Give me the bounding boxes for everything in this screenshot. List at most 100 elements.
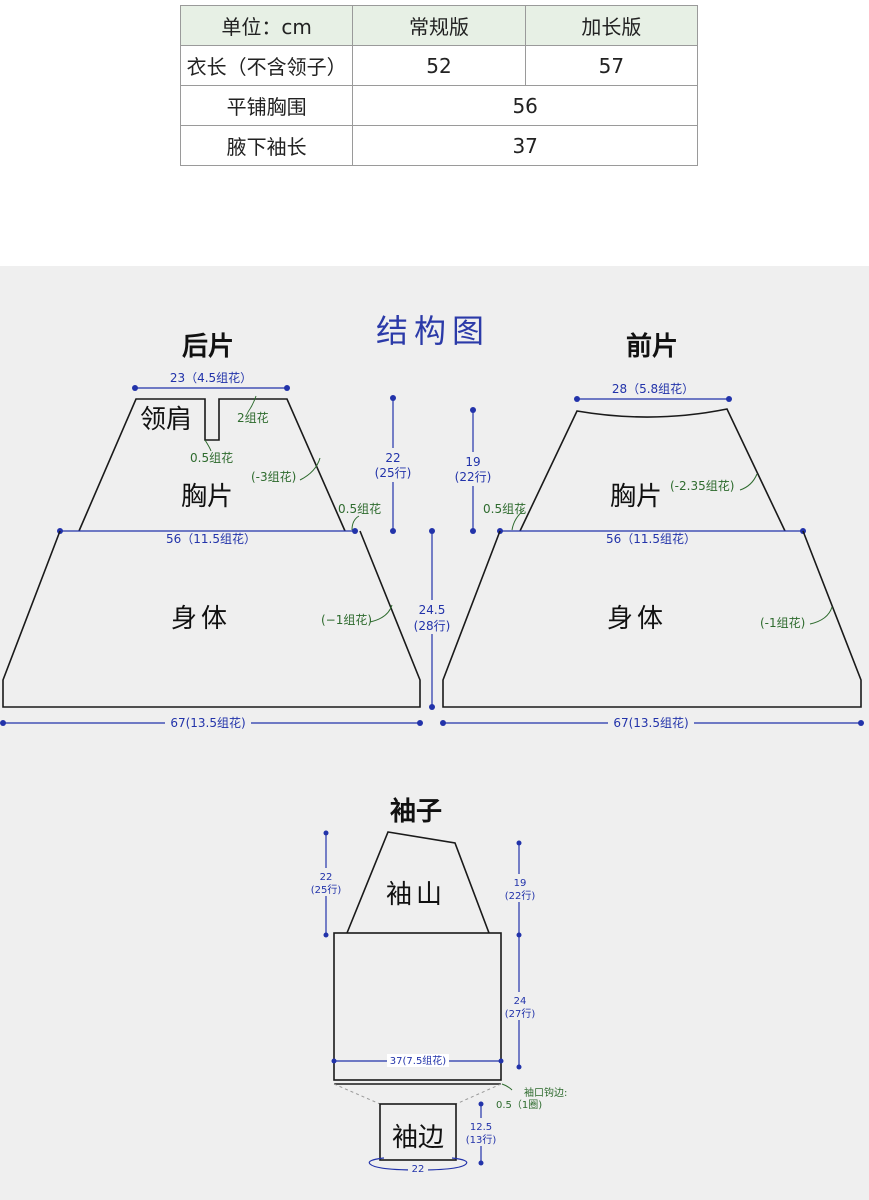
- table-cell: 37: [352, 125, 698, 166]
- dimension-endpoint: [470, 407, 476, 413]
- front-chest-height-label: 19: [465, 455, 480, 469]
- front-chest-height-rows-label: (22行): [455, 470, 492, 484]
- front-chest-decrease-label: (-2.35组花): [670, 478, 734, 493]
- body-height-rows-label: (28行): [414, 619, 451, 633]
- dimension-endpoint: [516, 932, 522, 938]
- dimension-endpoint: [516, 840, 522, 846]
- back-bottom-width-label: 67(13.5组花): [170, 715, 245, 730]
- sleeve-cuff-edge-label: 袖口钩边:: [524, 1086, 567, 1099]
- table-cell: 57: [524, 45, 699, 86]
- label-background: [503, 874, 535, 902]
- table-cell: 衣长（不含领子）: [179, 45, 354, 86]
- sleeve-cap-height-right-label: 19: [514, 878, 527, 889]
- dimension-endpoint: [417, 720, 423, 726]
- dimension-endpoint: [574, 396, 580, 402]
- dimension-endpoint: [390, 528, 396, 534]
- annotation-leader: [369, 604, 393, 623]
- cuff-connector-line: [333, 1083, 381, 1105]
- label-background: [375, 448, 411, 482]
- table-cell: 52: [352, 45, 526, 86]
- table-cell: 腋下袖长: [179, 125, 354, 166]
- back-piece: 后片 23（4.5组花） 领肩 2组花 0.5组花 胸片 (-3组花) 0.5组…: [0, 332, 423, 730]
- sleeve-body-height-label: 24: [514, 996, 527, 1007]
- back-neck-shoulder-label: 领肩: [140, 405, 192, 435]
- back-chest-piece-label: 胸片: [181, 482, 233, 512]
- structure-diagram: .ol { fill: none; stroke: #1a1a1a; strok…: [0, 312, 864, 1175]
- dimension-endpoint: [858, 720, 864, 726]
- back-piece-title: 后片: [182, 332, 234, 362]
- front-body-decrease-label: (-1组花): [760, 615, 805, 630]
- annotation-leader: [204, 439, 212, 452]
- annotation-leader: [351, 515, 360, 531]
- back-top-width-label: 23（4.5组花）: [170, 370, 252, 385]
- dimension-endpoint: [284, 385, 290, 391]
- dimension-endpoint: [470, 528, 476, 534]
- table-row: 腋下袖长 37: [179, 125, 698, 166]
- annotation-leader: [511, 509, 525, 531]
- label-background: [503, 992, 535, 1020]
- dimension-endpoint: [352, 528, 358, 534]
- dimension-endpoint: [331, 1058, 337, 1064]
- sleeve-cuff-label: 袖边: [392, 1123, 444, 1153]
- sleeve-cuff-height-rows-label: (13行): [466, 1133, 497, 1146]
- back-body-decrease-label: (−1组花): [321, 612, 372, 627]
- front-top-width-label: 28（5.8组花）: [612, 381, 694, 396]
- dimension-endpoint: [478, 1160, 484, 1166]
- back-chest-outline: [78, 398, 346, 532]
- back-chest-height-rows-label: (25行): [375, 466, 412, 480]
- sleeve-piece: 袖子 袖山 37(7.5组花) 22 (25行) 19 (22行) 24 (27…: [310, 796, 567, 1175]
- sleeve-cap-height-right-rows-label: (22行): [505, 889, 536, 902]
- dimension-endpoint: [429, 528, 435, 534]
- dimension-endpoint: [726, 396, 732, 402]
- table-header-cell: 单位：cm: [179, 5, 354, 46]
- dimension-endpoint: [323, 830, 329, 836]
- back-chest-height-label: 22: [385, 451, 400, 465]
- front-chest-width-label: 56（11.5组花）: [606, 531, 696, 546]
- sleeve-body-outline: [333, 932, 502, 1081]
- annotation-leader: [809, 606, 833, 625]
- back-chest-decrease-label: (-3组花): [251, 469, 296, 484]
- dimension-endpoint: [429, 704, 435, 710]
- sleeve-cuff-height-label: 12.5: [470, 1122, 492, 1133]
- label-background: [608, 382, 698, 396]
- dimension-endpoint: [323, 932, 329, 938]
- front-chest-outline: [519, 408, 786, 532]
- sleeve-cap-outline: [346, 831, 490, 934]
- front-body-outline: [442, 530, 862, 708]
- label-background: [408, 1163, 428, 1175]
- label-background: [465, 1118, 497, 1146]
- sleeve-cap-height-left-rows-label: (25行): [311, 883, 342, 896]
- sleeve-cuff-width-label: 22: [412, 1164, 425, 1175]
- body-height-dimension: 24.5 (28行): [412, 528, 452, 710]
- label-background: [387, 1054, 449, 1067]
- label-background: [310, 868, 342, 896]
- sleeve-width-label: 37(7.5组花): [390, 1054, 447, 1067]
- dimension-endpoint: [516, 1064, 522, 1070]
- body-height-label: 24.5: [419, 603, 446, 617]
- dimension-endpoint: [478, 1101, 484, 1107]
- cuff-connector-line: [455, 1083, 502, 1105]
- sleeve-cuff-edge-value: 0.5（1圈): [496, 1099, 542, 1111]
- dimension-endpoint: [0, 720, 6, 726]
- sleeve-cuff-outline: [379, 1103, 457, 1161]
- table-header-row: 单位：cm 常规版 加长版: [179, 5, 699, 46]
- front-piece: 前片 28（5.8组花） 胸片 (-2.35组花) 0.5组花 19 (22行)…: [440, 331, 864, 730]
- annotation-leader: [501, 1083, 513, 1091]
- label-background: [168, 371, 254, 385]
- front-armhole-offset-label: 0.5组花: [483, 501, 526, 516]
- structure-diagram-panel: .ol { fill: none; stroke: #1a1a1a; strok…: [0, 266, 869, 1200]
- back-neck-rows-label: 2组花: [237, 410, 269, 425]
- size-table: 单位：cm 常规版 加长版 衣长（不含领子） 52 57 平铺胸围 56 腋下袖…: [179, 5, 699, 166]
- back-chest-width-label: 56（11.5组花）: [166, 531, 256, 546]
- table-cell: 56: [352, 85, 698, 126]
- back-armhole-offset-label: 0.5组花: [338, 501, 381, 516]
- annotation-leader: [299, 457, 321, 481]
- front-bottom-width-label: 67(13.5组花): [613, 715, 688, 730]
- table-cell: 平铺胸围: [179, 85, 354, 126]
- sleeve-cap-height-left-label: 22: [320, 872, 333, 883]
- front-chest-piece-label: 胸片: [610, 482, 662, 512]
- dimension-endpoint: [440, 720, 446, 726]
- table-row: 衣长（不含领子） 52 57: [179, 45, 699, 86]
- annotation-leader: [739, 473, 758, 491]
- back-body-outline: [2, 530, 421, 708]
